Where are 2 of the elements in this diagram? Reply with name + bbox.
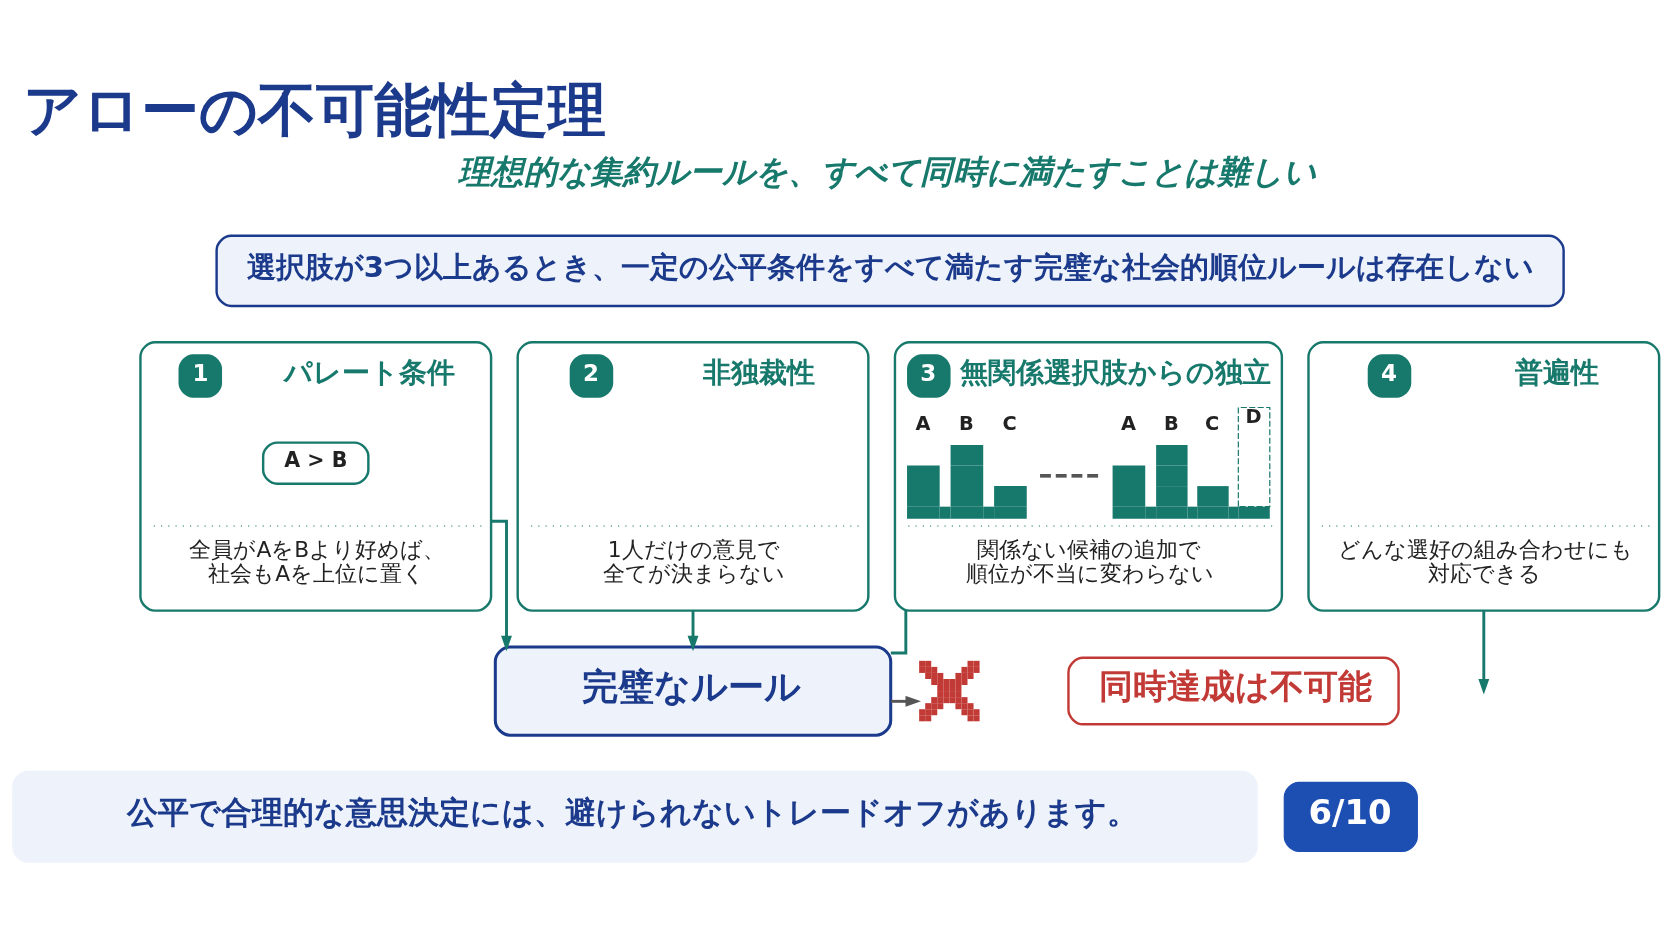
label: 理想的な集約ルールを、すべて同時に満たすことは難しい: [458, 152, 1317, 191]
diagram-title: アローの不可能性定理: [22, 75, 606, 144]
